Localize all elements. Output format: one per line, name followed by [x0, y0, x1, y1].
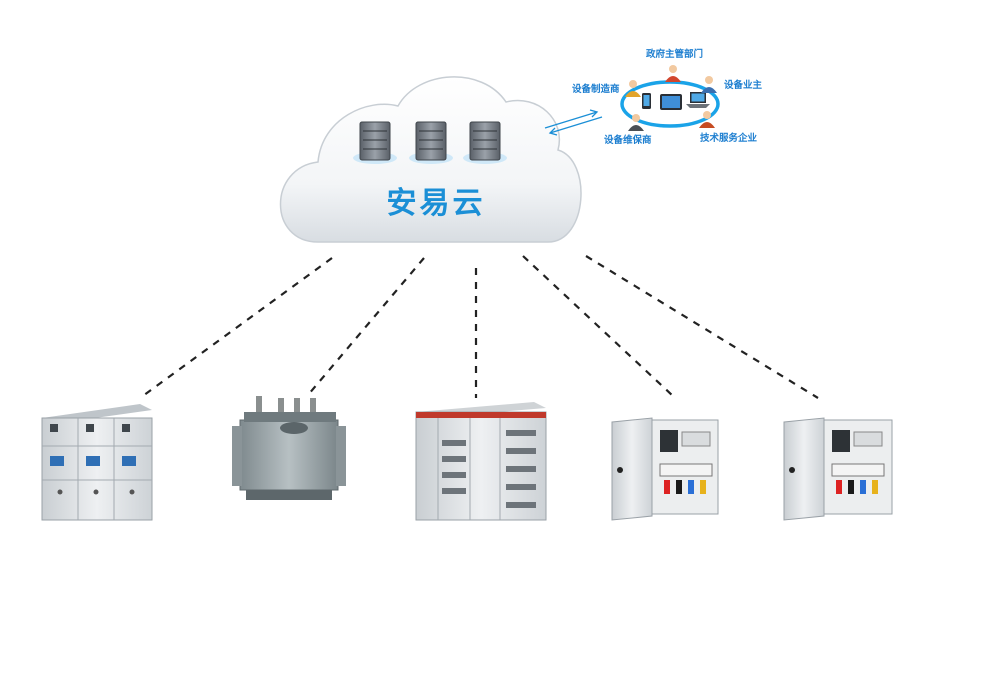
person-icon [701, 76, 717, 93]
person-icon [625, 80, 641, 97]
laptop-icon [686, 92, 710, 108]
data-links [139, 255, 819, 399]
person-icon [628, 114, 644, 131]
distribution-box [611, 417, 719, 521]
person-icon [699, 111, 715, 128]
server-icon [409, 121, 453, 164]
phone-icon [642, 93, 651, 109]
link-5 [585, 255, 819, 399]
label-government: 政府主管部门 [646, 49, 704, 60]
tablet-icon [660, 94, 682, 110]
link-2 [307, 257, 425, 396]
label-owner: 设备业主 [724, 80, 763, 91]
server-icon [463, 121, 507, 164]
sync-arrows [544, 109, 603, 136]
label-tech-service: 技术服务企业 [700, 133, 758, 144]
link-1 [139, 257, 333, 399]
low-voltage-switchboard [415, 402, 547, 521]
transformer [232, 396, 346, 500]
label-maintainer: 设备维保商 [604, 135, 652, 146]
link-4 [522, 255, 674, 397]
cloud-title: 安易云 [386, 186, 486, 221]
label-manufacturer: 设备制造商 [572, 84, 620, 95]
distribution-box [783, 417, 893, 521]
switchgear [41, 404, 153, 521]
server-icon [353, 121, 397, 164]
person-icon [665, 65, 681, 82]
